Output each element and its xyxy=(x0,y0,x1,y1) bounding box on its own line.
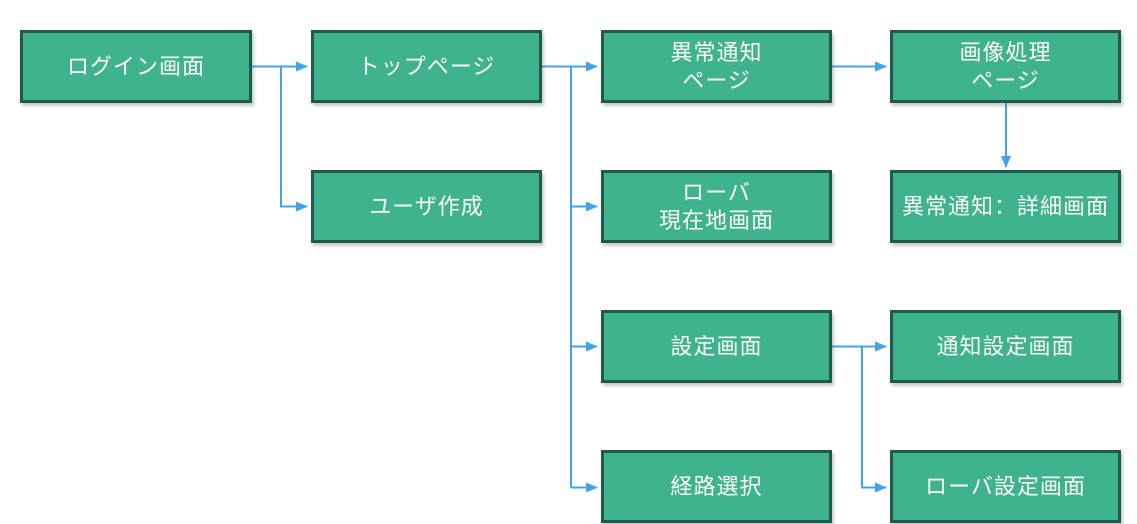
node-rover-settings-screen: ローバ設定画面 xyxy=(890,450,1121,523)
edge-login-to-user-create xyxy=(280,66,308,212)
node-anomaly-detail-screen: 異常通知：詳細画面 xyxy=(890,170,1121,243)
node-top-page-label: トップページ xyxy=(357,53,496,79)
node-rover-location-screen-label: ローバ 現在地画面 xyxy=(658,179,774,233)
edge-settings-to-rover-settings xyxy=(861,346,887,493)
node-anomaly-notification-page: 異常通知 ページ xyxy=(601,30,832,103)
node-settings-screen-label: 設定画面 xyxy=(670,333,763,359)
node-notification-settings-screen: 通知設定画面 xyxy=(890,310,1121,383)
node-rover-settings-screen-label: ローバ設定画面 xyxy=(925,473,1086,499)
node-notification-settings-screen-label: 通知設定画面 xyxy=(936,333,1075,359)
node-user-create-label: ユーザ作成 xyxy=(369,193,484,219)
node-image-processing-page-label: 画像処理 ページ xyxy=(959,39,1052,93)
node-rover-location-screen: ローバ 現在地画面 xyxy=(601,170,832,243)
node-route-selection-label: 経路選択 xyxy=(670,473,763,499)
node-top-page: トップページ xyxy=(311,30,542,103)
node-settings-screen: 設定画面 xyxy=(601,310,832,383)
node-login-screen-label: ログイン画面 xyxy=(66,53,205,79)
node-route-selection: 経路選択 xyxy=(601,450,832,523)
node-anomaly-detail-screen-label: 異常通知：詳細画面 xyxy=(901,193,1109,219)
node-login-screen: ログイン画面 xyxy=(20,30,252,103)
node-image-processing-page: 画像処理 ページ xyxy=(890,30,1121,103)
node-anomaly-notification-page-label: 異常通知 ページ xyxy=(670,39,763,93)
node-user-create: ユーザ作成 xyxy=(311,170,542,243)
